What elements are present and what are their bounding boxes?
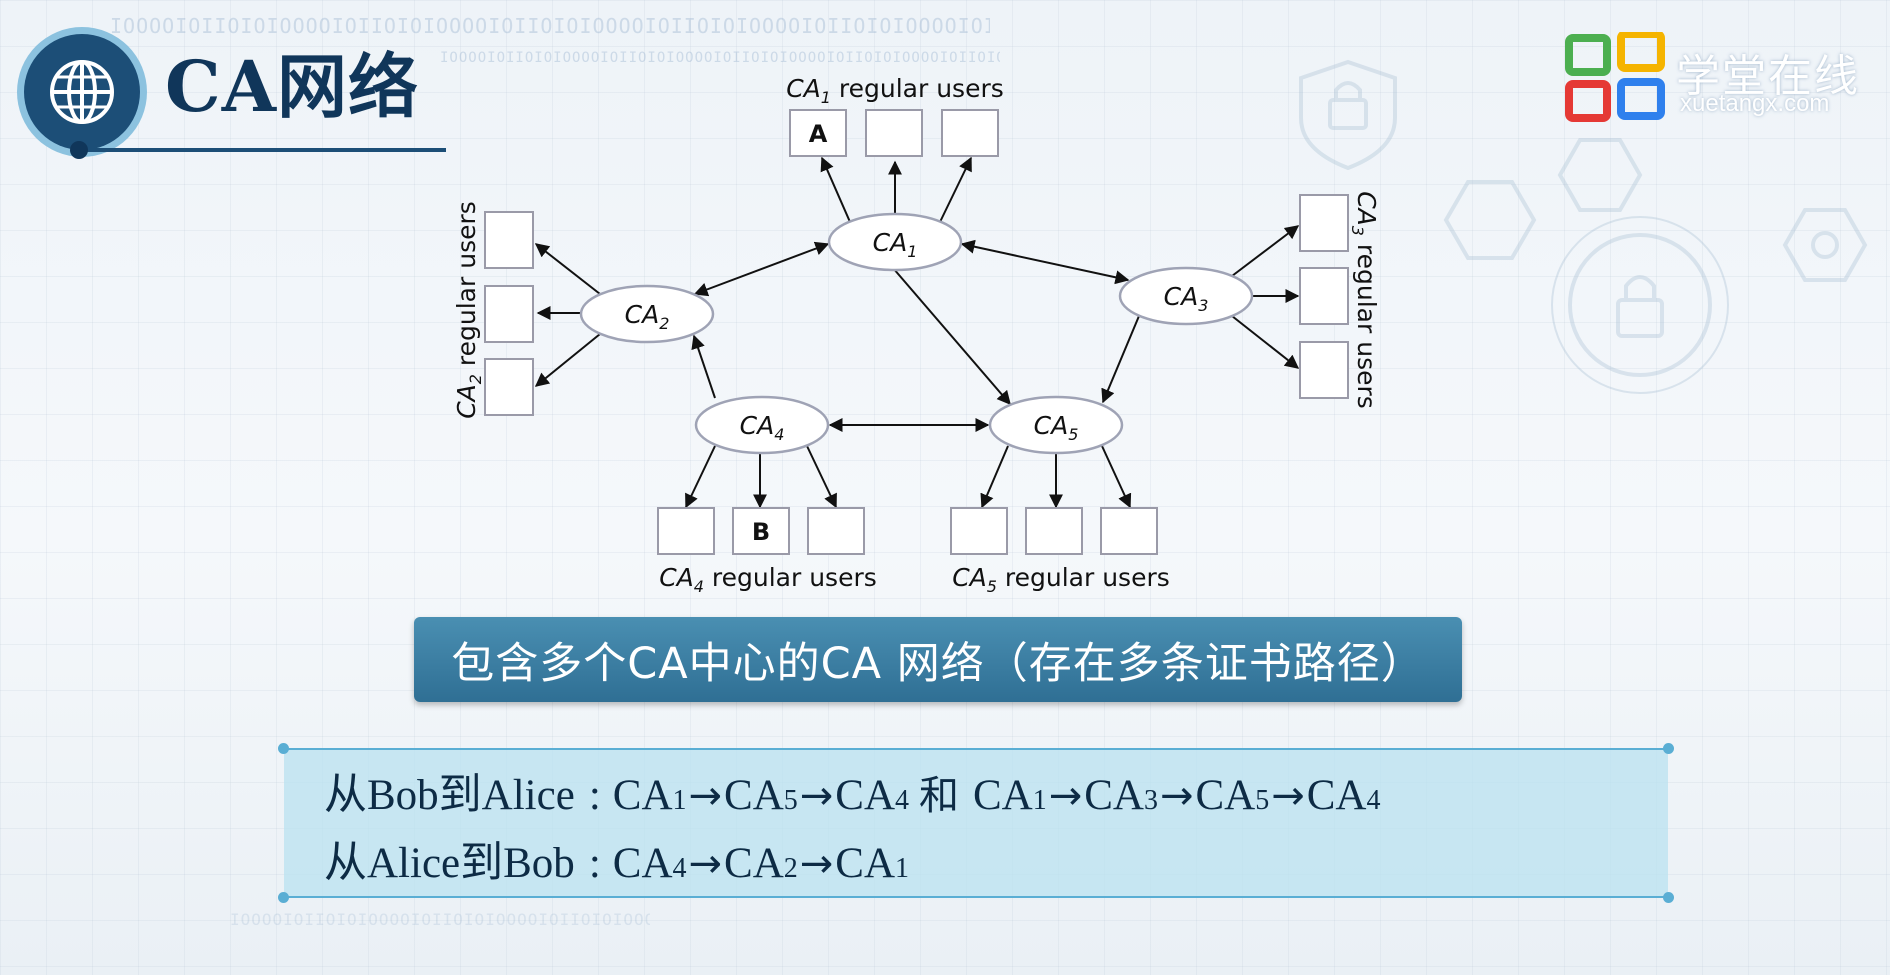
arrow-icon: → <box>688 773 723 819</box>
binary-decoration: IOOOOIOIIOIOIOOOOIOIIOIOIOOOOIOIIOIOIOOO… <box>110 14 990 38</box>
edge-ca4-ca2 <box>691 334 716 399</box>
corner-dot <box>278 892 289 903</box>
arrow-icon: → <box>1271 773 1305 819</box>
page-title: CA网络 <box>165 45 420 128</box>
path-conjunction: 和 <box>919 773 959 819</box>
corner-dot <box>278 743 289 754</box>
user-label-b: B <box>752 518 770 546</box>
user-boxes <box>484 109 1349 555</box>
arrow-icon: → <box>1159 773 1194 819</box>
user-box <box>789 109 847 157</box>
ca-name: CA <box>612 840 673 887</box>
ca-name: CA <box>835 772 895 819</box>
logo-domain: xuetangx.com <box>1680 90 1830 117</box>
path-label: 从Bob到Alice <box>324 772 575 819</box>
corner-dot <box>1663 743 1674 754</box>
ca-name: CA <box>835 840 895 887</box>
ca-node-ca1 <box>827 212 963 272</box>
ca-name: CA <box>973 772 1033 819</box>
ca-node-ca5 <box>988 395 1124 455</box>
corner-dot <box>1663 892 1674 903</box>
ca-name: CA <box>724 840 784 887</box>
user-box <box>1299 267 1349 325</box>
user-box <box>1299 341 1349 399</box>
ca-label-ca4: CA4 <box>740 411 785 444</box>
group-label-ca3: CA3 regular users <box>1348 191 1381 409</box>
ca-node-ca4 <box>694 395 830 455</box>
user-edges <box>534 156 1300 509</box>
arrow-icon: → <box>1048 773 1083 819</box>
edge-ca1-ca2 <box>693 241 830 297</box>
ca-label-ca3: CA3 <box>1164 282 1209 315</box>
path-separator: : <box>588 772 601 819</box>
ca-label-ca2: CA2 <box>625 300 670 333</box>
path-label: 从Alice到Bob <box>324 840 575 887</box>
user-box <box>1025 507 1083 555</box>
group-label-ca1: CA1 regular users <box>786 74 1004 107</box>
group-label-ca5: CA5 regular users <box>952 563 1170 596</box>
ca-name: CA <box>1306 772 1367 819</box>
ca-name: CA <box>1084 772 1144 819</box>
user-box <box>807 507 865 555</box>
user-label-a: A <box>809 120 828 148</box>
binary-decoration: IOOOOIOIIOIOIOOOOIOIIOIOIOOOOIOIIOIOIOOO… <box>230 910 650 929</box>
title-underline <box>78 148 446 152</box>
user-box <box>941 109 999 157</box>
edge-ca1-ca5 <box>892 267 1011 406</box>
arrow-icon: → <box>688 841 723 887</box>
user-box <box>657 507 715 555</box>
logo-name-cn: 学堂在线 <box>1676 51 1860 102</box>
globe-icon <box>50 60 114 124</box>
binary-decoration: IOOOOIOIIOIOIOOOOIOIIOIOIOOOOIOIIOIOIOOO… <box>440 50 1000 66</box>
ca-edges <box>691 239 1140 432</box>
user-box <box>732 507 790 555</box>
title-badge <box>24 34 140 150</box>
edge-ca3-ca5 <box>1101 315 1140 404</box>
caption-banner: 包含多个CA中心的CA 网络（存在多条证书路径） <box>414 617 1462 702</box>
title-underline-dot <box>70 141 88 159</box>
ca-name: CA <box>724 772 784 819</box>
arrow-icon: → <box>799 773 834 819</box>
ca-name: CA <box>612 772 673 819</box>
xuetangx-logo-icon <box>1565 32 1665 122</box>
edge-ca1-ca3 <box>960 239 1130 285</box>
group-label-ca2: CA2 regular users <box>452 201 485 419</box>
user-box <box>1100 507 1158 555</box>
arrow-icon: → <box>799 841 834 887</box>
ca-label-ca1: CA1 <box>873 228 918 261</box>
ca-name: CA <box>1195 772 1256 819</box>
user-box <box>484 211 534 269</box>
user-box <box>484 358 534 416</box>
ca-node-ca2 <box>579 284 715 344</box>
ca-node-ca3 <box>1118 266 1254 326</box>
group-label-ca4: CA4 regular users <box>659 563 877 596</box>
user-box <box>865 109 923 157</box>
path-separator: : <box>588 840 601 887</box>
user-box <box>1299 194 1349 252</box>
ca-label-ca5: CA5 <box>1034 411 1079 444</box>
user-box <box>484 285 534 343</box>
user-box <box>950 507 1008 555</box>
caption-text: 包含多个CA中心的CA 网络（存在多条证书路径） <box>451 638 1425 689</box>
